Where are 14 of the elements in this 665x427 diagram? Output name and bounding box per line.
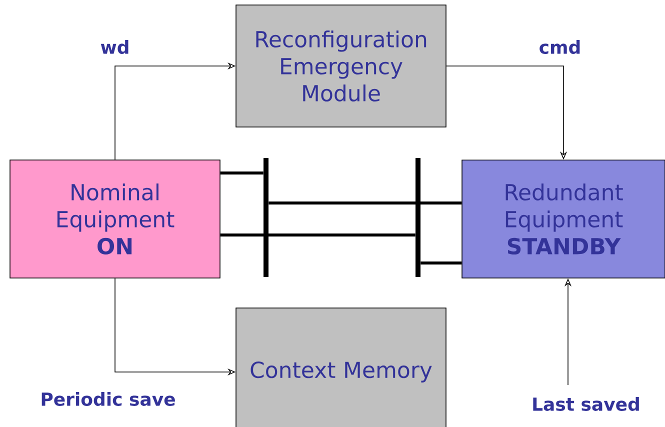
bus-bar	[416, 158, 420, 277]
module-box: Reconfiguration Emergency Module	[236, 4, 446, 128]
equipment-box: Redundant Equipment STANDBY	[462, 160, 665, 278]
bus-bar	[264, 158, 268, 277]
edge-label: cmd	[540, 40, 580, 54]
bus-line	[268, 202, 462, 204]
edge-label: Periodic save	[42, 392, 175, 406]
bus-line	[220, 234, 416, 236]
bus-line	[220, 172, 264, 174]
edge-label: Last saved	[533, 397, 639, 411]
equipment-box: Nominal Equipment ON	[10, 160, 220, 278]
edge-label: wd	[100, 40, 128, 54]
bus-line	[420, 262, 462, 264]
memory-box: Context Memory	[236, 308, 446, 427]
